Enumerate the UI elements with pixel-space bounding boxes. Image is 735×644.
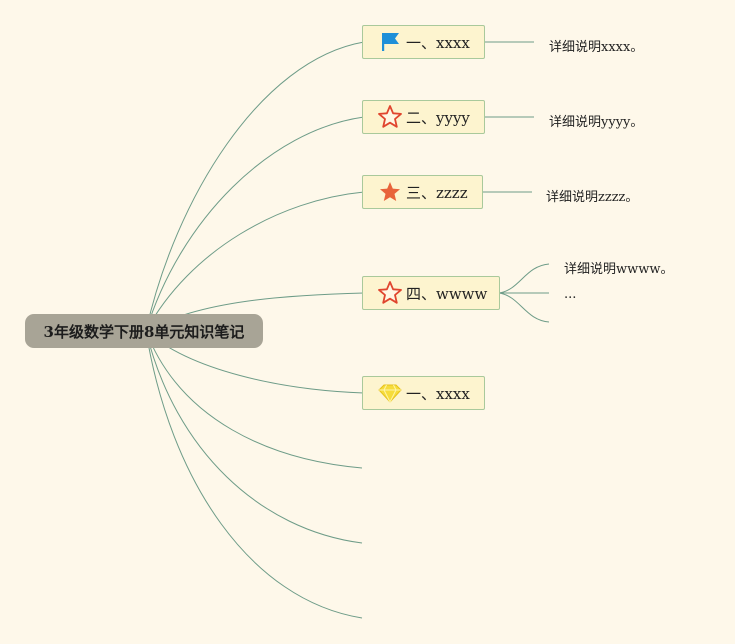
topic-note[interactable]: 详细说明yyyy。 [549, 115, 644, 130]
topic-note[interactable]: 详细说明zzzz。 [546, 190, 639, 205]
topic-note[interactable]: 详细说明wwww。 [564, 262, 674, 277]
star-filled-icon [377, 179, 403, 205]
branch-line [145, 116, 365, 332]
topic-node[interactable]: 一、xxxx [362, 376, 485, 410]
diamond-icon [377, 380, 403, 406]
branch-line [145, 330, 363, 544]
branch-line [145, 330, 363, 619]
branch-line [145, 330, 363, 469]
topic-node[interactable]: 一、xxxx [362, 25, 485, 59]
topic-label: 四、wwww [406, 284, 488, 303]
branch-line [145, 191, 365, 332]
topic-node[interactable]: 二、yyyy [362, 100, 485, 134]
topic-note[interactable]: 详细说明xxxx。 [549, 40, 644, 55]
root-topic-label: 3年级数学下册8单元知识笔记 [43, 322, 245, 341]
topic-label: 二、yyyy [406, 108, 470, 127]
note-line [498, 292, 550, 323]
topic-label: 一、xxxx [406, 33, 470, 52]
topic-node[interactable]: 三、zzzz [362, 175, 483, 209]
branch-line [145, 41, 365, 332]
topic-node[interactable]: 四、wwww [362, 276, 500, 310]
note-line [498, 263, 550, 294]
topic-label: 一、xxxx [406, 384, 470, 403]
topic-note[interactable]: ... [564, 287, 577, 302]
topic-label: 三、zzzz [406, 183, 468, 202]
root-topic[interactable]: 3年级数学下册8单元知识笔记 [25, 314, 263, 348]
flag-icon [377, 29, 403, 55]
star-outline-icon [377, 280, 403, 306]
star-outline-icon [377, 104, 403, 130]
